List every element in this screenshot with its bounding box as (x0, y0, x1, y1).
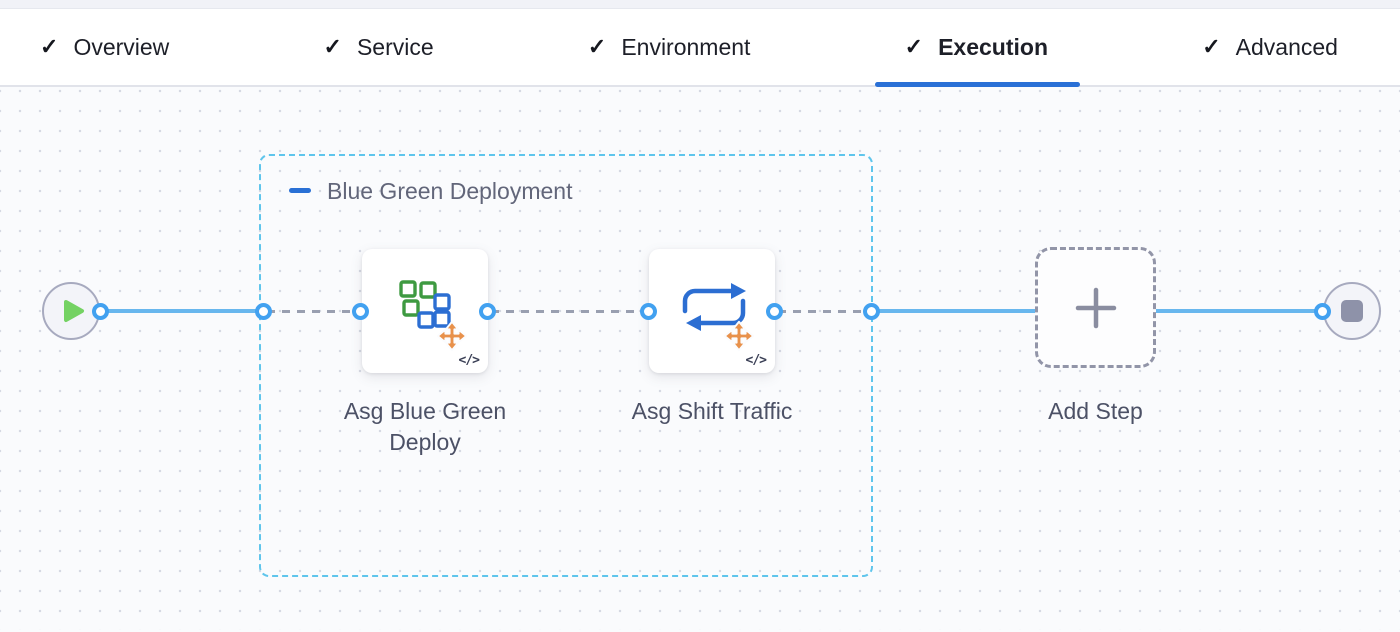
tab-label: Environment (621, 33, 751, 60)
group-label: Blue Green Deployment (327, 178, 573, 204)
connector-port[interactable] (255, 303, 272, 320)
tab-label: Overview (73, 33, 170, 60)
check-icon: ✓ (323, 34, 342, 59)
pipeline-end-node[interactable] (1323, 282, 1381, 340)
check-icon: ✓ (1202, 34, 1221, 59)
connector-port[interactable] (863, 303, 880, 320)
connector-port[interactable] (766, 303, 783, 320)
tab-label: Advanced (1235, 33, 1338, 60)
asg-shift-traffic-icon (682, 283, 755, 352)
asg-blue-green-deploy-icon (399, 280, 468, 352)
pipeline-start-node[interactable] (42, 282, 100, 340)
connector-line-solid (871, 309, 1035, 313)
connector-line-solid (100, 309, 263, 313)
add-step-button[interactable] (1035, 247, 1156, 368)
connector-port[interactable] (92, 303, 109, 320)
check-icon: ✓ (904, 34, 924, 59)
step-card-asg-blue-green-deploy[interactable]: </> (362, 249, 488, 373)
check-icon: ✓ (587, 34, 607, 59)
connector-line-solid (1156, 309, 1323, 313)
add-step-label: Add Step (1048, 398, 1143, 424)
step-label: Asg Shift Traffic (631, 398, 793, 424)
pipeline-canvas[interactable]: Blue Green Deployment </> (0, 87, 1400, 630)
tab-environment[interactable]: ✓ Environment (588, 9, 751, 85)
collapse-group-button[interactable] (289, 188, 311, 193)
active-tab-indicator (874, 82, 1081, 87)
stage-group-container[interactable]: Blue Green Deployment (259, 154, 873, 577)
page-top-strip (0, 0, 1400, 9)
stop-icon (1341, 300, 1363, 322)
move-arrows-icon (436, 320, 468, 352)
connector-port[interactable] (352, 303, 369, 320)
connector-port[interactable] (479, 303, 496, 320)
stage-tab-bar: ✓ Overview ✓ Service ✓ Environment ✓ Exe… (0, 9, 1400, 87)
tab-label: Execution (938, 33, 1049, 60)
plus-icon (1075, 287, 1116, 328)
tab-execution[interactable]: ✓ Execution (874, 9, 1081, 87)
tab-service[interactable]: ✓ Service (324, 9, 434, 85)
template-code-icon: </> (458, 353, 481, 368)
play-icon (63, 300, 84, 322)
tab-label: Service (356, 33, 434, 60)
tab-overview[interactable]: ✓ Overview (40, 9, 169, 85)
step-label: Asg Blue Green Deploy (343, 398, 507, 455)
template-code-icon: </> (745, 353, 768, 368)
check-icon: ✓ (40, 34, 59, 59)
connector-line-dashed (778, 310, 868, 313)
connector-port[interactable] (640, 303, 657, 320)
connector-port[interactable] (1314, 303, 1331, 320)
connector-line-dashed (491, 310, 645, 313)
tab-advanced[interactable]: ✓ Advanced (1202, 9, 1338, 85)
step-card-asg-shift-traffic[interactable]: </> (649, 249, 775, 373)
connector-line-dashed (267, 310, 357, 313)
move-arrows-icon (723, 320, 755, 352)
